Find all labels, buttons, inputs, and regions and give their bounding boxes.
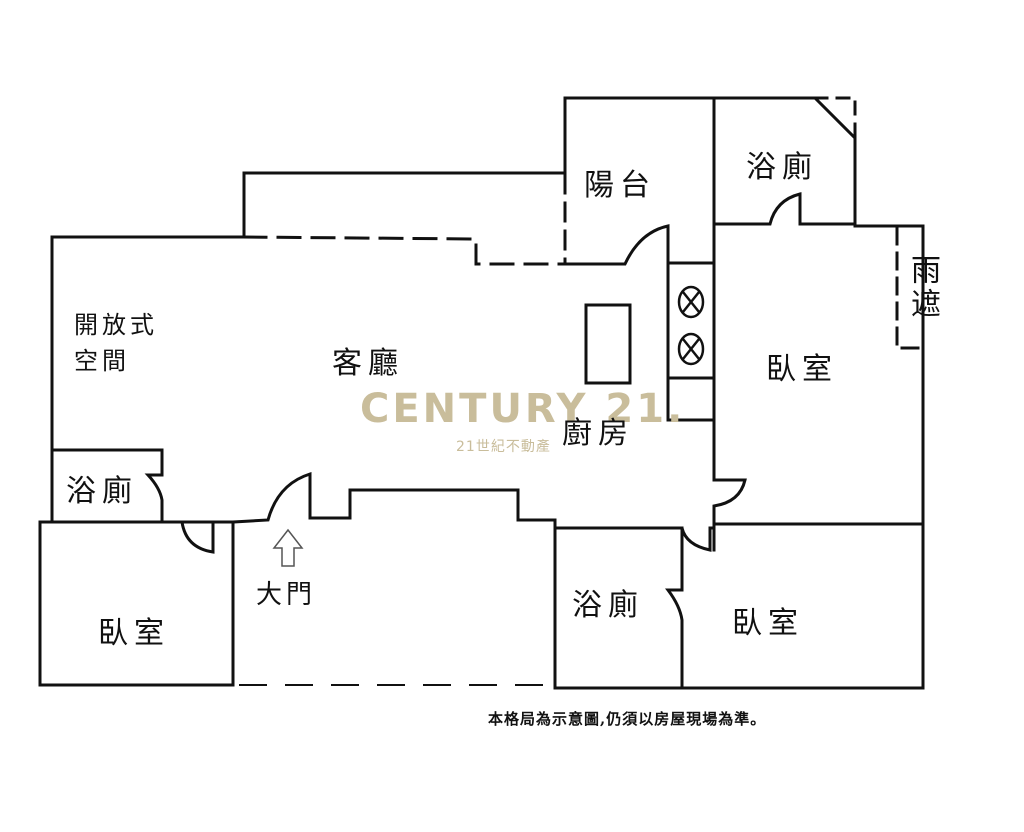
room-label-bedroom-right: 臥室 bbox=[766, 352, 838, 387]
room-label-bedroom-left: 臥室 bbox=[98, 616, 170, 651]
room-label-bath-bottom: 浴廁 bbox=[572, 588, 644, 623]
watermark-brand: CENTURY 21. bbox=[360, 386, 686, 432]
watermark-subtitle: 21世紀不動產 bbox=[456, 439, 551, 455]
room-label-open-space-1: 開放式 bbox=[74, 311, 158, 339]
room-label-rain-shelter: 雨遮 bbox=[905, 254, 940, 322]
stove-burner-icon bbox=[677, 332, 705, 366]
disclaimer-note: 本格局為示意圖,仍須以房屋現場為準。 bbox=[488, 710, 767, 728]
room-label-kitchen: 廚房 bbox=[562, 416, 634, 451]
entrance-arrow-icon bbox=[272, 528, 304, 567]
room-label-open-space-2: 空間 bbox=[74, 347, 130, 375]
room-label-living-room: 客廳 bbox=[332, 346, 404, 381]
room-label-bath-top: 浴廁 bbox=[746, 150, 818, 185]
room-label-bedroom-bottom: 臥室 bbox=[732, 606, 804, 641]
room-label-main-door: 大門 bbox=[256, 580, 317, 610]
stove-burner-icon bbox=[677, 285, 705, 319]
room-label-bath-left: 浴廁 bbox=[66, 474, 138, 509]
room-label-balcony: 陽台 bbox=[584, 168, 656, 203]
